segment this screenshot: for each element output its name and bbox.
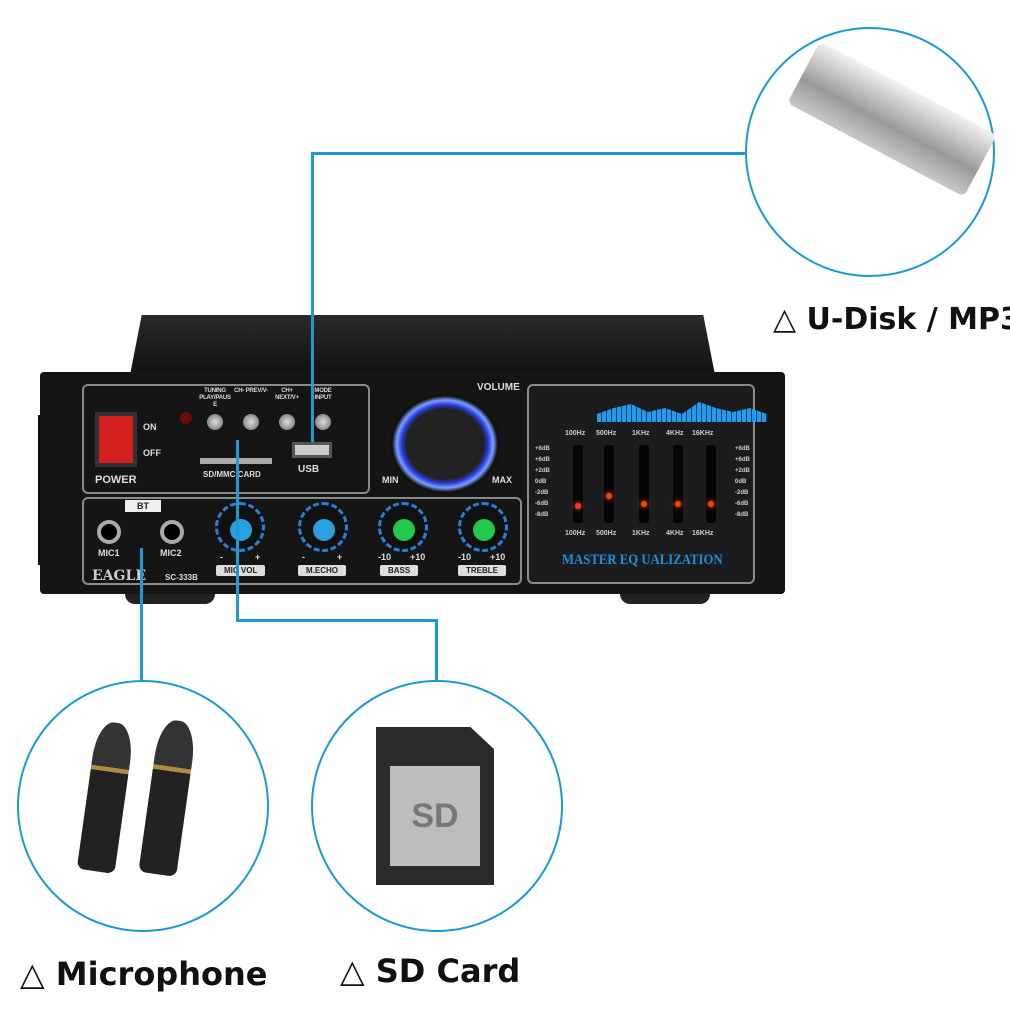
eq-slider-1khz[interactable]: [639, 445, 649, 523]
volume-min-label: MIN: [382, 475, 399, 485]
eq-slider-16khz[interactable]: [706, 445, 716, 523]
usb-label: USB: [298, 464, 320, 475]
sd-card-label-area: SD: [390, 766, 480, 866]
mic-vol-label: MIC VOL: [216, 565, 266, 576]
microphone-callout: [17, 680, 269, 932]
bass-max: +10: [410, 552, 426, 562]
mic1-jack[interactable]: [97, 520, 121, 544]
bass-label: BASS: [380, 565, 419, 576]
model-label: SC-333B: [165, 573, 198, 582]
tuning-label: TUNING PLAY/PAUSE: [199, 388, 231, 408]
play-pause-button[interactable]: [207, 414, 223, 430]
eq-scale-right: +8dB +6dB +2dB 0dB -2dB -6dB -8dB: [735, 444, 750, 521]
volume-max-label: MAX: [492, 475, 512, 485]
eq-band-label: 500Hz: [596, 530, 617, 537]
amplifier-top: [130, 315, 715, 375]
sd-card-slot-label: SD/MMC CARD: [203, 470, 261, 479]
eq-scale-label: +8dB: [535, 446, 550, 452]
connector-sd: [236, 440, 239, 622]
eq-title: MASTER EQ UALIZATION: [562, 552, 723, 568]
echo-max: +: [337, 552, 343, 562]
eq-band-label: 1KHz: [632, 430, 650, 437]
volume-label: VOLUME: [477, 382, 520, 393]
bass-min: -10: [378, 552, 392, 562]
mode-button[interactable]: [315, 414, 331, 430]
microphone-image: [138, 718, 198, 877]
eq-scale-left: +8dB +6dB +2dB 0dB -2dB -6dB -8dB: [535, 444, 550, 521]
eq-scale-label: -2dB: [735, 490, 749, 496]
treble-label: TREBLE: [458, 565, 506, 576]
sd-card-label: SD: [411, 796, 459, 835]
udisk-caption: △ U-Disk / MP3: [773, 302, 1010, 337]
eq-scale-label: +2dB: [735, 468, 750, 474]
mic2-label: MIC2: [160, 548, 182, 558]
treble-knob[interactable]: [458, 502, 508, 552]
mic-vol-knob[interactable]: [215, 502, 265, 552]
eq-scale-label: -6dB: [535, 501, 549, 507]
mic-vol-min: -: [220, 552, 223, 562]
prev-label: CH- PREV/V-: [234, 388, 268, 394]
eq-scale-label: 0dB: [735, 479, 747, 485]
echo-knob[interactable]: [298, 502, 348, 552]
media-panel: [82, 384, 370, 494]
prev-button[interactable]: [243, 414, 259, 430]
power-off-label: OFF: [143, 448, 161, 458]
power-switch[interactable]: [95, 412, 137, 467]
echo-min: -: [302, 552, 305, 562]
microphone-image: [76, 720, 136, 874]
eq-band-label: 100Hz: [565, 430, 586, 437]
eq-band-label: 4KHz: [666, 530, 684, 537]
echo-label: M.ECHO: [298, 565, 346, 576]
eq-band-label: 16KHz: [692, 430, 714, 437]
bass-knob[interactable]: [378, 502, 428, 552]
eq-band-label: 16KHz: [692, 530, 714, 537]
usb-flash-drive-image: [787, 41, 997, 197]
eq-band-label: 100Hz: [565, 530, 586, 537]
eq-band-label: 500Hz: [596, 430, 617, 437]
connector-udisk: [312, 152, 748, 155]
eq-scale-label: -6dB: [735, 501, 749, 507]
udisk-callout: [745, 27, 997, 277]
eq-scale-label: +6dB: [735, 457, 750, 463]
connector-sd-v: [435, 619, 438, 683]
eq-scale-label: -8dB: [535, 512, 549, 518]
eq-scale-label: 0dB: [535, 479, 547, 485]
eq-scale-label: +6dB: [535, 457, 550, 463]
eq-slider-500hz[interactable]: [604, 445, 614, 523]
sd-card-image: SD: [376, 727, 494, 885]
indicator-led: [180, 412, 192, 424]
mode-label: MODE INPUT: [314, 388, 332, 401]
eq-scale-label: -2dB: [535, 490, 549, 496]
power-label: POWER: [95, 474, 137, 486]
power-on-label: ON: [143, 422, 157, 432]
connector-mic: [140, 548, 143, 682]
microphone-caption: △ Microphone: [20, 955, 268, 993]
usb-port[interactable]: [292, 442, 332, 458]
mic-vol-max: +: [255, 552, 261, 562]
eq-scale-label: +8dB: [735, 446, 750, 452]
mic2-jack[interactable]: [160, 520, 184, 544]
eq-slider-4khz[interactable]: [673, 445, 683, 523]
eq-slider-100hz[interactable]: [573, 445, 583, 523]
volume-knob[interactable]: [390, 394, 500, 494]
sd-card-caption: △ SD Card: [340, 952, 521, 990]
brand-logo: EAGLE: [92, 568, 147, 584]
eq-band-label: 4KHz: [666, 430, 684, 437]
treble-max: +10: [490, 552, 506, 562]
next-label: CH+ NEXT/V+: [275, 388, 299, 401]
bt-label: BT: [125, 500, 161, 512]
connector-udisk-vertical: [311, 152, 314, 442]
eq-band-label: 1KHz: [632, 530, 650, 537]
control-panel: [82, 497, 522, 585]
sd-card-callout: SD: [311, 680, 563, 932]
treble-min: -10: [458, 552, 472, 562]
eq-scale-label: +2dB: [535, 468, 550, 474]
next-button[interactable]: [279, 414, 295, 430]
mic1-label: MIC1: [98, 548, 120, 558]
eq-scale-label: -8dB: [735, 512, 749, 518]
connector-sd-h: [236, 619, 438, 622]
